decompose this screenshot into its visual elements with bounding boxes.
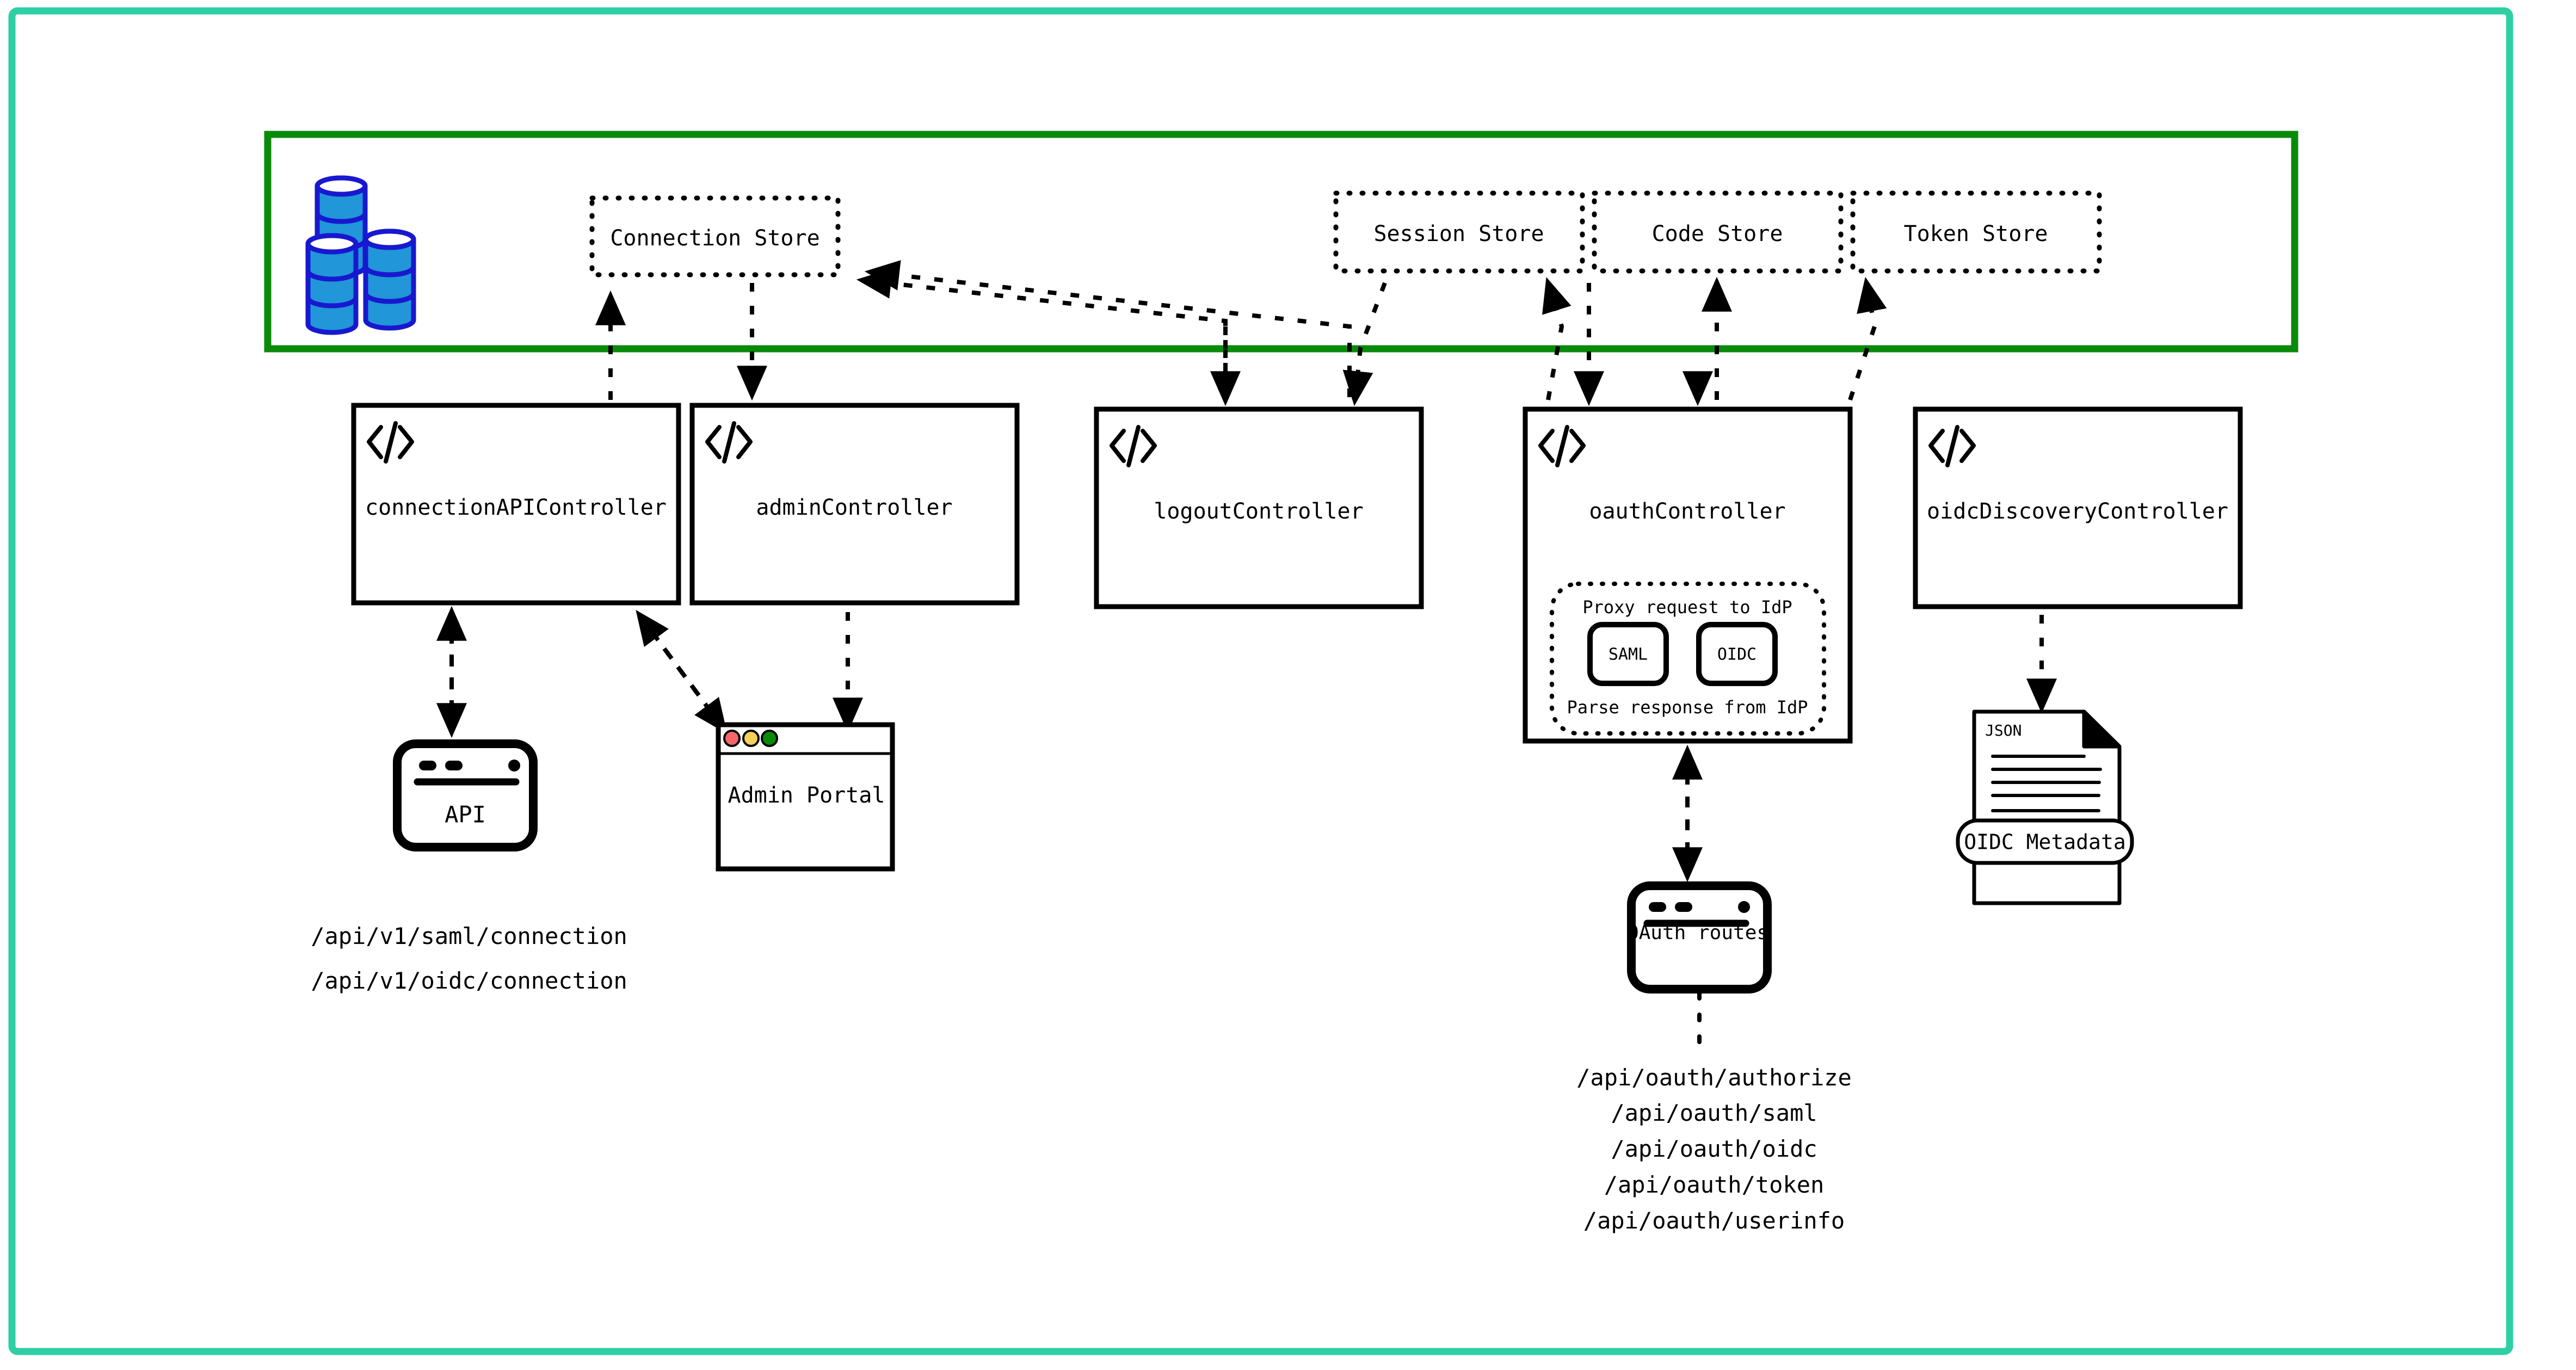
client-api-label: API (445, 801, 486, 828)
protocol-saml-label: SAML (1609, 645, 1648, 664)
endpoint-item: /api/oauth/authorize (1576, 1064, 1852, 1091)
controller-admin[interactable]: adminController (689, 403, 1020, 606)
endpoint-item: /api/v1/oidc/connection (311, 967, 627, 994)
controller-connection-api[interactable]: connectionAPIController (351, 403, 681, 606)
endpoint-list-oauth: /api/oauth/authorize /api/oauth/saml /ap… (1576, 1064, 1852, 1234)
endpoint-item: /api/oauth/oidc (1611, 1136, 1817, 1162)
client-admin-portal-label: Admin Portal (728, 783, 885, 808)
protocol-saml[interactable]: SAML (1587, 622, 1669, 686)
client-api[interactable]: API (393, 739, 538, 851)
window-dot (508, 760, 520, 772)
storage-layer-box (264, 131, 2298, 353)
client-admin-portal[interactable]: Admin Portal (716, 722, 895, 872)
store-connection[interactable]: Connection Store (589, 195, 841, 277)
window-dot (1738, 901, 1750, 913)
controller-connection-api-label: connectionAPIController (365, 495, 667, 520)
store-session-label: Session Store (1373, 221, 1544, 246)
oauth-proxy-block: Proxy request to IdP SAML OIDC Parse res… (1550, 582, 1826, 736)
controller-admin-label: adminController (756, 495, 952, 520)
database-stack-icon (305, 175, 416, 335)
code-icon (1110, 425, 1157, 467)
code-icon (1928, 425, 1976, 467)
endpoint-item: /api/v1/saml/connection (311, 923, 627, 949)
endpoint-item: /api/oauth/token (1604, 1171, 1825, 1198)
window-dot (1649, 902, 1666, 912)
endpoint-item: /api/oauth/saml (1611, 1100, 1817, 1126)
code-icon (1538, 425, 1586, 467)
artifact-oidc-metadata-label: OIDC Metadata (1964, 830, 2125, 854)
window-dot (419, 761, 436, 770)
traffic-light-yellow (742, 730, 760, 747)
store-token-label: Token Store (1904, 221, 2048, 246)
endpoint-list-connection-api: /api/v1/saml/connection /api/v1/oidc/con… (311, 923, 627, 994)
controller-oidc-discovery[interactable]: oidcDiscoveryController (1913, 406, 2243, 609)
traffic-light-red (723, 730, 741, 747)
store-token[interactable]: Token Store (1850, 190, 2102, 274)
client-oauth-routes-label: OAuth routes (1627, 922, 1768, 944)
controller-logout-label: logoutController (1154, 499, 1363, 524)
store-session[interactable]: Session Store (1333, 190, 1585, 274)
protocol-oidc[interactable]: OIDC (1696, 622, 1778, 686)
controller-oidc-discovery-label: oidcDiscoveryController (1927, 499, 2228, 524)
client-oauth-routes[interactable]: OAuth routes (1627, 881, 1772, 993)
outer-frame (8, 7, 2513, 1355)
controller-oauth[interactable]: oauthController Proxy request to IdP SAM… (1523, 406, 1853, 744)
controller-oauth-label: oauthController (1589, 499, 1785, 524)
artifact-oidc-metadata[interactable]: JSON OIDC Metadata (1956, 709, 2134, 905)
oauth-proxy-bottom-label: Parse response from IdP (1567, 697, 1808, 718)
store-code[interactable]: Code Store (1592, 190, 1844, 274)
code-icon (367, 421, 414, 464)
traffic-light-green (761, 730, 778, 747)
protocol-oidc-label: OIDC (1717, 645, 1757, 664)
controller-logout[interactable]: logoutController (1094, 406, 1424, 609)
code-icon (705, 421, 753, 464)
store-connection-label: Connection Store (610, 226, 819, 251)
json-badge-label: JSON (1985, 721, 2022, 739)
endpoint-item: /api/oauth/userinfo (1583, 1207, 1845, 1234)
window-dot (445, 761, 463, 770)
oauth-proxy-top-label: Proxy request to IdP (1582, 597, 1792, 618)
store-code-label: Code Store (1652, 221, 1783, 246)
window-dot (1675, 902, 1692, 912)
